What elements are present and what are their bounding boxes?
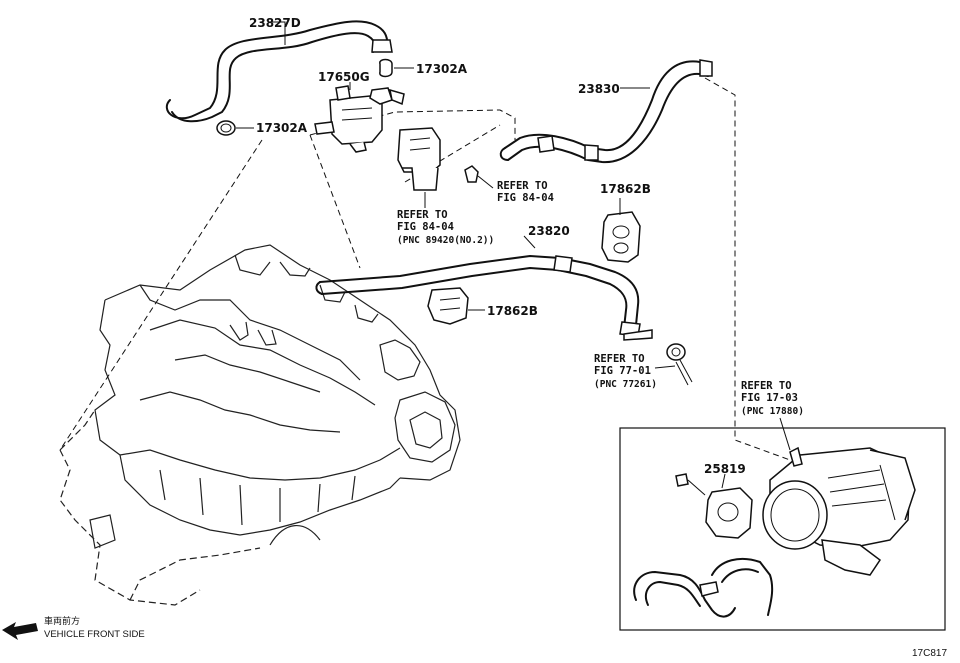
label-23820: 23820 [528,224,570,238]
ref-fig-84-04-a-line2: FIG 84-04 [497,192,554,204]
ref-fig-84-04-a-line1: REFER TO [497,180,548,192]
ref-fig-17-03-line3: (PNC 17880) [741,406,804,417]
leader-lines [59,77,791,461]
hose-23830 [499,59,713,164]
inset-hoses [633,557,774,618]
front-direction-arrow-icon [2,622,38,640]
inset-box [619,427,946,631]
vsv-valve-17650G [314,85,405,153]
clamp-17302A-top [379,58,393,78]
label-17302A-top: 17302A [416,62,468,76]
label-17650G: 17650G [318,70,370,84]
ref-fig-84-04-b-line2: FIG 84-04 [397,221,454,233]
engine-block-drawing [59,244,461,606]
ref-fig-77-01-line1: REFER TO [594,353,645,365]
pressure-sensor-bracket [397,127,479,191]
small-fitting-77261 [666,343,693,386]
direction-label-en: VEHICLE FRONT SIDE [44,629,145,640]
ref-fig-77-01-line3: (PNC 77261) [594,379,657,390]
throttle-position-sensor-25819 [675,473,753,539]
ref-fig-17-03-line1: REFER TO [741,380,792,392]
hose-23827D [165,20,393,123]
ref-fig-17-03-line2: FIG 17-03 [741,392,798,404]
ref-fig-77-01-line2: FIG 77-01 [594,365,651,377]
label-17302A-left: 17302A [256,121,308,135]
clamp-17302A-left [216,120,236,136]
direction-label-jp: 車両前方 [44,615,80,626]
bracket-17862B-right [601,211,641,263]
throttle-body-drawing [762,446,916,576]
label-23827D: 23827D [249,16,301,30]
label-17862B-mid: 17862B [487,304,538,318]
hose-23820 [315,255,653,341]
label-25819: 25819 [704,462,746,476]
label-17862B-right: 17862B [600,182,651,196]
label-leaders [236,21,791,489]
figure-code: 17C817 [912,648,947,659]
label-23830: 23830 [578,82,620,96]
ref-fig-84-04-b-line3: (PNC 89420(NO.2)) [397,235,494,246]
ref-fig-84-04-b-line1: REFER TO [397,209,448,221]
bracket-17862B-mid [427,287,469,325]
